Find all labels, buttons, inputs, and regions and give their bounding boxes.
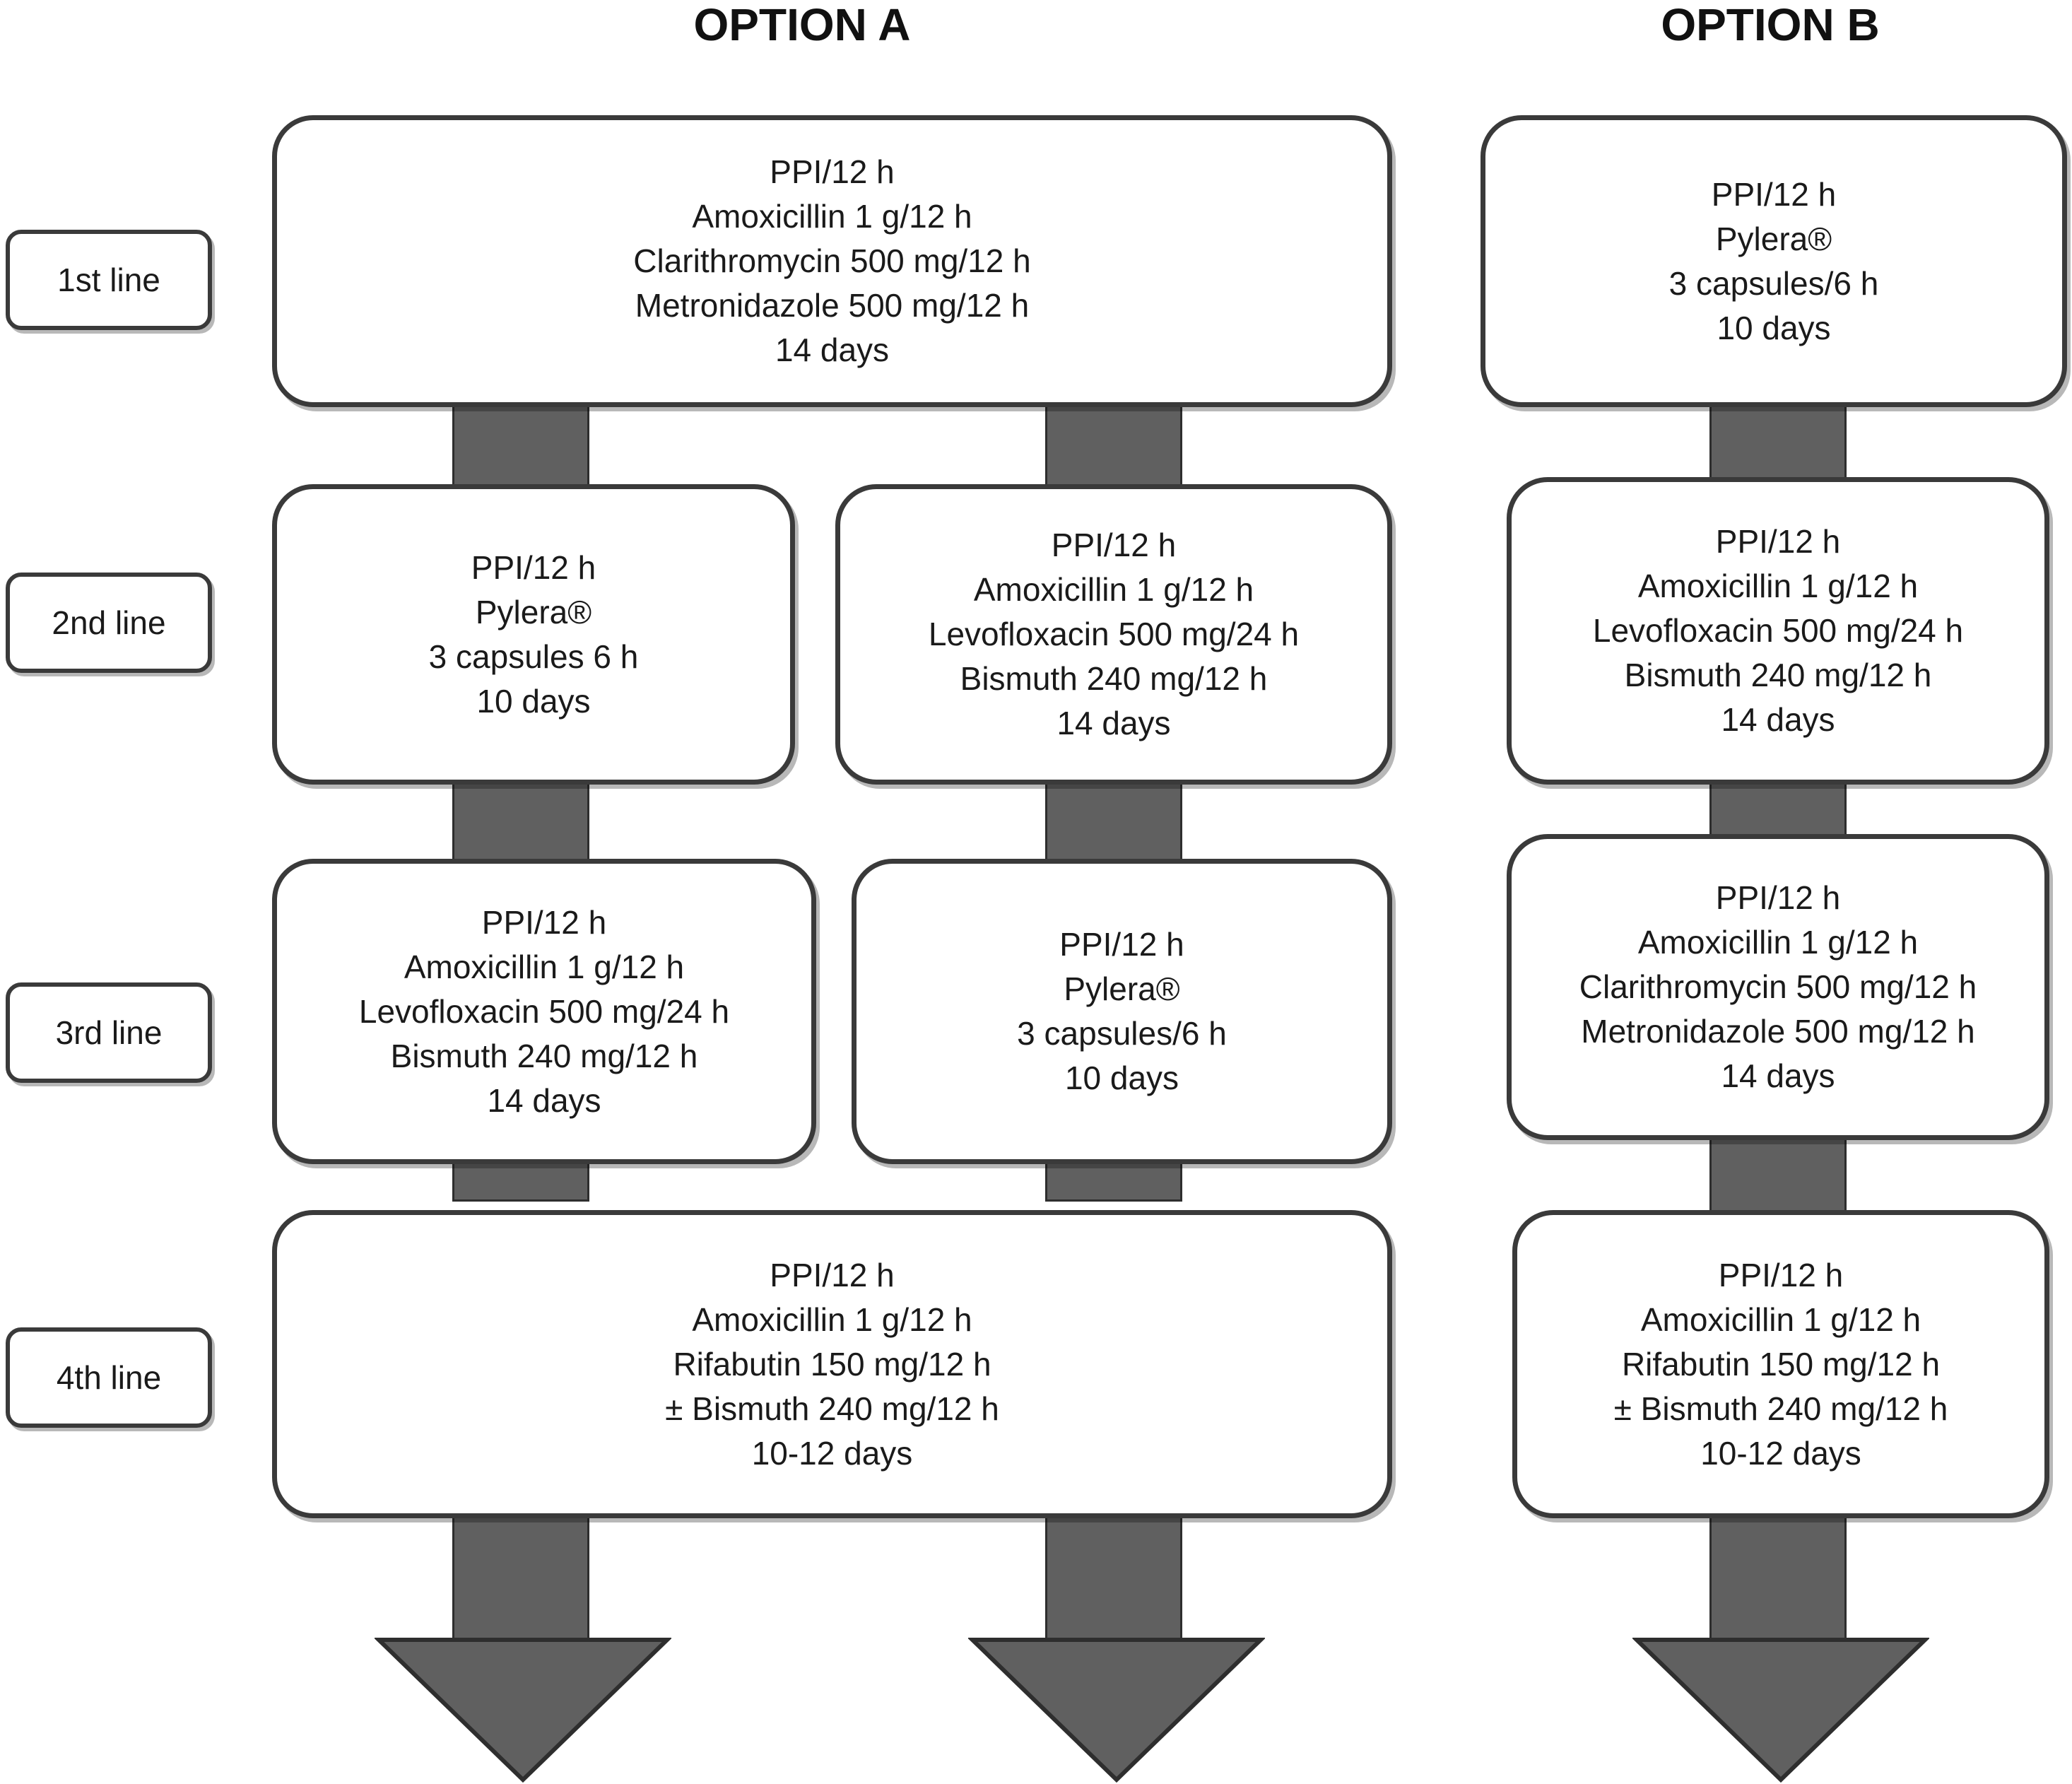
regimen-line: 10 days	[476, 682, 591, 720]
option-b-fourth-line-box: PPI/12 h Amoxicillin 1 g/12 h Rifabutin …	[1512, 1210, 2049, 1518]
regimen-line: PPI/12 h	[770, 1256, 895, 1293]
regimen-line: 10 days	[1064, 1060, 1179, 1096]
line-label-1st: 1st line	[6, 230, 212, 330]
regimen-line: ± Bismuth 240 mg/12 h	[1613, 1390, 1948, 1427]
regimen-line: Amoxicillin 1 g/12 h	[692, 198, 972, 235]
regimen-line: PPI/12 h	[481, 903, 607, 941]
line-label-3rd: 3rd line	[6, 982, 212, 1083]
option-b-first-line-box: PPI/12 h Pylera® 3 capsules/6 h 10 days	[1481, 115, 2067, 407]
regimen-line: PPI/12 h	[1051, 527, 1177, 563]
regimen-line: PPI/12 h	[1715, 879, 1841, 916]
regimen-line: Rifabutin 150 mg/12 h	[673, 1345, 991, 1383]
regimen-line: 3 capsules/6 h	[1017, 1015, 1227, 1052]
regimen-line: 10 days	[1717, 309, 1831, 346]
regimen-line: PPI/12 h	[471, 548, 596, 586]
down-arrow-a-right-icon	[968, 1638, 1265, 1783]
regimen-line: Levofloxacin 500 mg/24 h	[358, 992, 730, 1030]
connector-a-right-1	[1045, 403, 1182, 488]
option-a-header: OPTION A	[693, 0, 911, 50]
connector-b-1	[1709, 403, 1847, 481]
option-b-second-line-box: PPI/12 h Amoxicillin 1 g/12 h Levofloxac…	[1507, 477, 2049, 785]
connector-b-3	[1709, 1134, 1847, 1212]
regimen-line: PPI/12 h	[1059, 926, 1184, 963]
regimen-line: Levofloxacin 500 mg/24 h	[928, 616, 1300, 652]
regimen-line: Amoxicillin 1 g/12 h	[404, 948, 685, 985]
option-a-third-line-right-box: PPI/12 h Pylera® 3 capsules/6 h 10 days	[852, 859, 1392, 1164]
regimen-line: Bismuth 240 mg/12 h	[390, 1037, 698, 1074]
regimen-line: Metronidazole 500 mg/12 h	[635, 287, 1030, 324]
regimen-line: ± Bismuth 240 mg/12 h	[665, 1390, 999, 1427]
regimen-line: Pylera®	[1715, 220, 1832, 257]
regimen-line: PPI/12 h	[770, 153, 895, 190]
regimen-line: Metronidazole 500 mg/12 h	[1581, 1013, 1975, 1050]
regimen-line: Amoxicillin 1 g/12 h	[1637, 924, 1919, 961]
option-a-first-line-box: PPI/12 h Amoxicillin 1 g/12 h Clarithrom…	[272, 115, 1392, 407]
regimen-line: 14 days	[775, 331, 890, 368]
regimen-line: Clarithromycin 500 mg/12 h	[1579, 968, 1977, 1005]
regimen-line: Rifabutin 150 mg/12 h	[1621, 1345, 1941, 1383]
regimen-line: Amoxicillin 1 g/12 h	[973, 571, 1254, 608]
regimen-line: Amoxicillin 1 g/12 h	[692, 1301, 972, 1338]
regimen-line: 14 days	[1721, 701, 1835, 738]
connector-a-right-2	[1045, 781, 1182, 866]
regimen-line: 10-12 days	[751, 1434, 913, 1472]
regimen-line: Bismuth 240 mg/12 h	[1624, 657, 1932, 693]
regimen-line: 3 capsules 6 h	[428, 638, 639, 675]
option-a-second-line-right-box: PPI/12 h Amoxicillin 1 g/12 h Levofloxac…	[835, 484, 1392, 785]
regimen-line: PPI/12 h	[1711, 175, 1837, 213]
regimen-line: Levofloxacin 500 mg/24 h	[1592, 612, 1964, 649]
regimen-line: 14 days	[1056, 705, 1171, 741]
connector-a-right-4	[1045, 1513, 1182, 1654]
regimen-line: 14 days	[1721, 1057, 1835, 1094]
regimen-line: PPI/12 h	[1718, 1256, 1844, 1293]
regimen-line: Clarithromycin 500 mg/12 h	[633, 242, 1031, 279]
connector-a-left-3	[452, 1159, 589, 1202]
option-a-second-line-left-box: PPI/12 h Pylera® 3 capsules 6 h 10 days	[272, 484, 795, 785]
regimen-line: 3 capsules/6 h	[1668, 264, 1879, 302]
down-arrow-b-icon	[1632, 1638, 1929, 1783]
regimen-line: Pylera®	[1064, 970, 1180, 1007]
regimen-line: PPI/12 h	[1715, 523, 1841, 560]
regimen-line: Amoxicillin 1 g/12 h	[1640, 1301, 1921, 1338]
connector-a-left-1	[452, 403, 589, 488]
regimen-line: 14 days	[487, 1081, 601, 1119]
connector-a-right-3	[1045, 1159, 1182, 1202]
regimen-line: 10-12 days	[1700, 1434, 1861, 1472]
connector-a-left-2	[452, 781, 589, 866]
down-arrow-a-left-icon	[375, 1638, 671, 1783]
line-label-2nd: 2nd line	[6, 573, 212, 673]
option-a-third-line-left-box: PPI/12 h Amoxicillin 1 g/12 h Levofloxac…	[272, 859, 816, 1164]
connector-b-2	[1709, 777, 1847, 841]
regimen-line: Bismuth 240 mg/12 h	[960, 660, 1268, 697]
line-label-4th: 4th line	[6, 1327, 212, 1428]
option-a-fourth-line-box: PPI/12 h Amoxicillin 1 g/12 h Rifabutin …	[272, 1210, 1392, 1518]
regimen-line: Pylera®	[475, 593, 592, 630]
option-b-third-line-box: PPI/12 h Amoxicillin 1 g/12 h Clarithrom…	[1507, 834, 2049, 1140]
option-b-header: OPTION B	[1661, 0, 1880, 50]
regimen-line: Amoxicillin 1 g/12 h	[1637, 568, 1919, 604]
